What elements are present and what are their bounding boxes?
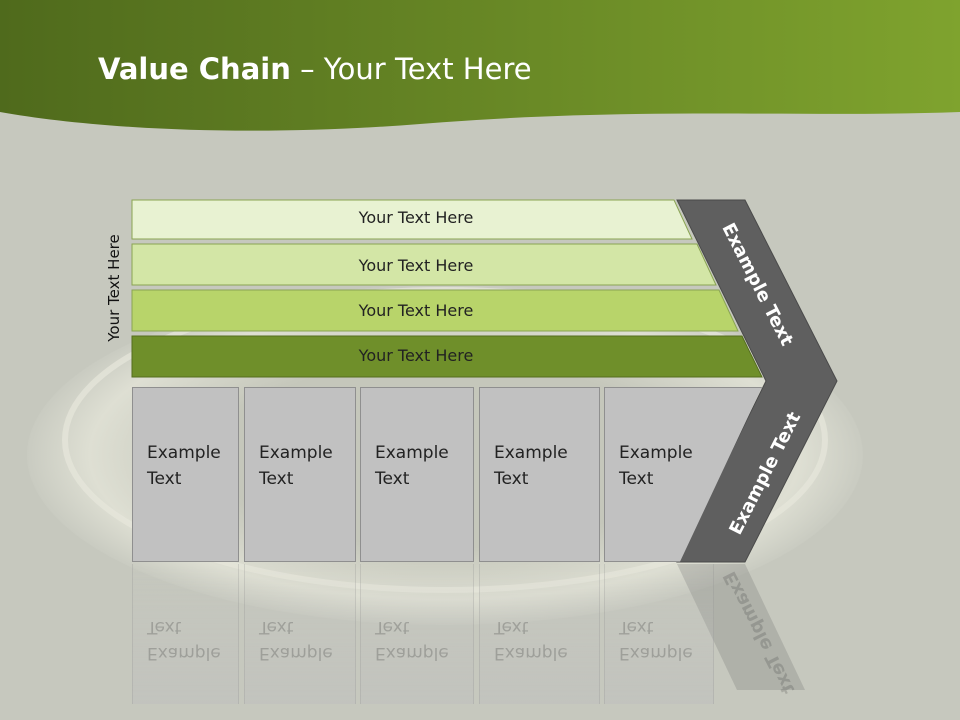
title-bold: Value Chain (98, 52, 291, 86)
box-4-line2: Text (494, 469, 529, 489)
bar-2-label: Your Text Here (358, 256, 474, 275)
box-5-line2: Text (619, 469, 654, 489)
box-3-reflection-line1: Example (375, 643, 449, 663)
chevron-shape (676, 199, 838, 563)
bar-3-shape (131, 289, 739, 332)
box-1-line2: Text (147, 469, 182, 489)
bar-3-label: Your Text Here (358, 301, 474, 320)
box-4-reflection: Example Text (479, 564, 600, 704)
box-2-reflection-line2: Text (259, 617, 294, 637)
activity-box-1: Example Text (132, 387, 239, 562)
bar-2-shape (131, 243, 717, 286)
chevron-reflection (677, 564, 805, 690)
box-4-reflection-line2: Text (494, 617, 529, 637)
box-4-line1: Example (494, 443, 568, 463)
activity-box-2: Example Text (244, 387, 356, 562)
box-2-reflection-line1: Example (259, 643, 333, 663)
box-2-reflection: Example Text (244, 564, 356, 704)
box-5-reflection-line2: Text (619, 617, 654, 637)
page-title: Value Chain – Your Text Here (98, 52, 532, 86)
box-2-line2: Text (259, 469, 294, 489)
title-rest: – Your Text Here (290, 52, 532, 86)
box-5-reflection: Example Text (604, 564, 714, 704)
bar-1-label: Your Text Here (358, 208, 474, 227)
box-5-line1: Example (619, 443, 693, 463)
box-1-reflection-line1: Example (147, 643, 221, 663)
box-1-reflection: Example Text (132, 564, 239, 704)
box-3-line1: Example (375, 443, 449, 463)
activity-box-3: Example Text (360, 387, 474, 562)
bar-4-shape (131, 335, 763, 378)
activity-box-4: Example Text (479, 387, 600, 562)
bar-4-label: Your Text Here (358, 346, 474, 365)
header-band (0, 0, 960, 131)
box-3-line2: Text (375, 469, 410, 489)
bar-1-shape (131, 199, 693, 240)
box-1-reflection-line2: Text (147, 617, 182, 637)
box-1-line1: Example (147, 443, 221, 463)
box-5-reflection-line1: Example (619, 643, 693, 663)
box-3-reflection-line2: Text (375, 617, 410, 637)
side-label: Your Text Here (105, 234, 123, 342)
box-4-reflection-line1: Example (494, 643, 568, 663)
box-2-line1: Example (259, 443, 333, 463)
box-3-reflection: Example Text (360, 564, 474, 704)
